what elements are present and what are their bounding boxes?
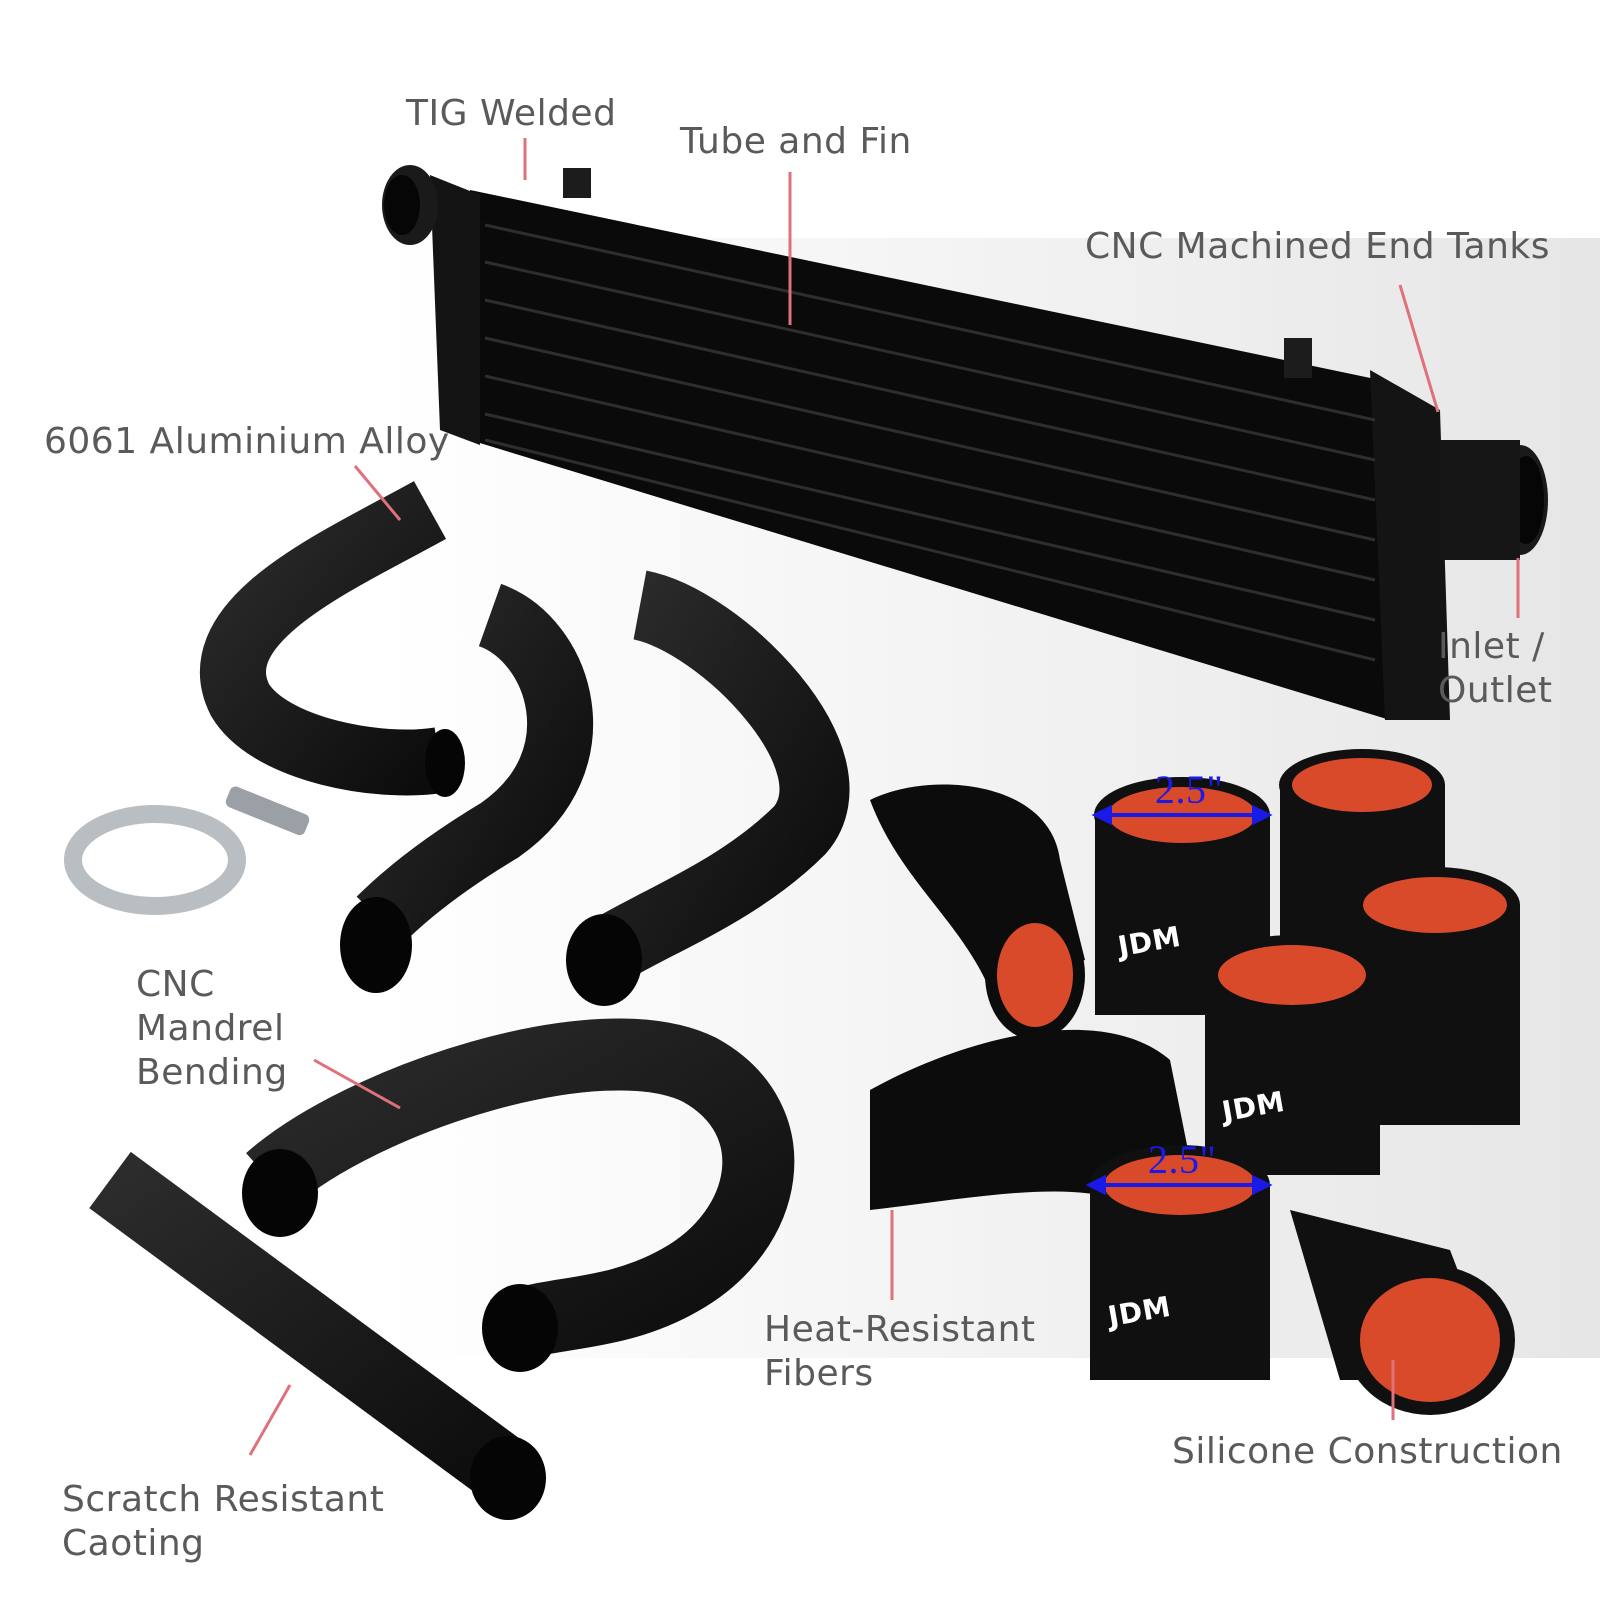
callout-silicone-construction: Silicone Construction bbox=[1172, 1431, 1563, 1472]
callout-line: CNC bbox=[136, 964, 215, 1005]
callout-line: Bending bbox=[136, 1052, 288, 1093]
callout-line: Inlet / bbox=[1438, 626, 1545, 667]
aluminium-pipe-j2 bbox=[592, 570, 850, 981]
callout-scratch-resistant: Scratch Resistant Caoting bbox=[62, 1478, 384, 1566]
pipe-end bbox=[242, 1149, 318, 1237]
pipe-end bbox=[470, 1436, 546, 1520]
t-bolt-clamp bbox=[64, 786, 310, 915]
pipe-end bbox=[425, 729, 465, 797]
dimension-arrow bbox=[1085, 1174, 1273, 1196]
callout-heat-resistant: Heat-Resistant Fibers bbox=[764, 1308, 1036, 1396]
leader-lines bbox=[248, 138, 1520, 1456]
callout-line: Outlet bbox=[1438, 670, 1553, 711]
silicone-couplers bbox=[1090, 749, 1520, 1415]
callout-line: Heat-Resistant bbox=[764, 1309, 1036, 1350]
callout-aluminium-alloy: 6061 Aluminium Alloy bbox=[44, 421, 450, 462]
aluminium-pipe-straight bbox=[89, 1151, 531, 1504]
callout-cnc-end-tanks: CNC Machined End Tanks bbox=[1085, 226, 1551, 267]
aluminium-pipe-l bbox=[200, 481, 447, 796]
jdm-logo-text: JDM bbox=[1219, 1084, 1288, 1129]
pipe-end bbox=[340, 897, 412, 993]
callout-tig-welded: TIG Welded bbox=[406, 93, 617, 134]
intercooler bbox=[382, 165, 1548, 720]
pipe-end bbox=[566, 914, 642, 1006]
callout-inlet-outlet: Inlet / Outlet bbox=[1438, 625, 1553, 713]
silicone-elbow-top bbox=[870, 784, 1085, 1040]
aluminium-pipe-u bbox=[246, 1018, 795, 1362]
dimension-label-bottom: 2.5" bbox=[1148, 1137, 1217, 1182]
coupler bbox=[1204, 935, 1380, 1175]
aluminium-pipe-j1 bbox=[356, 583, 594, 944]
callout-line: Caoting bbox=[62, 1523, 205, 1564]
pipe-end bbox=[482, 1284, 558, 1372]
jdm-logo-text: JDM bbox=[1105, 1289, 1174, 1334]
dimension-label-top: 2.5" bbox=[1155, 767, 1224, 812]
callout-line: Scratch Resistant bbox=[62, 1479, 385, 1520]
callout-line: Fibers bbox=[764, 1353, 874, 1394]
dimension-arrow bbox=[1091, 804, 1273, 826]
jdm-logo-text: JDM bbox=[1115, 919, 1184, 964]
callout-line: Mandrel bbox=[136, 1008, 285, 1049]
callout-tube-and-fin: Tube and Fin bbox=[680, 121, 912, 162]
coupler-tilted bbox=[1290, 1210, 1515, 1415]
callout-mandrel-bending: CNC Mandrel Bending bbox=[136, 963, 288, 1095]
